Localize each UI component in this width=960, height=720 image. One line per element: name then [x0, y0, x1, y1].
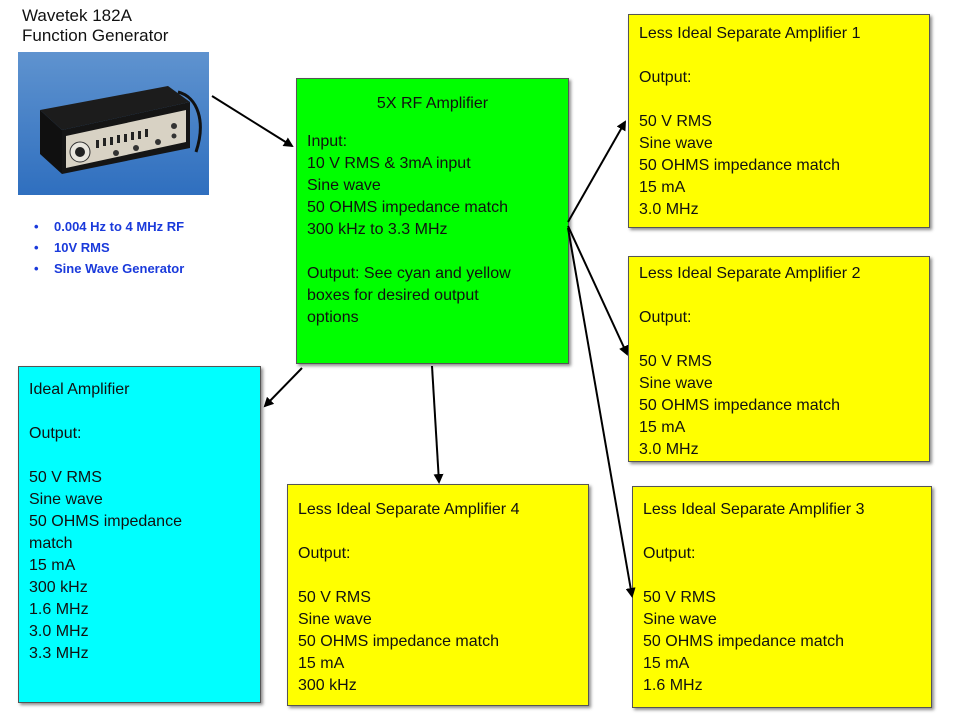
- ideal-amplifier-line: 50 V RMS: [29, 469, 102, 486]
- amplifier-3-line: 50 V RMS: [643, 589, 716, 606]
- amplifier-3-title: Less Ideal Separate Amplifier 3: [643, 501, 865, 518]
- amplifier-4-line: 50 V RMS: [298, 589, 371, 606]
- ideal-amplifier-line: 15 mA: [29, 557, 76, 574]
- rf-amplifier-input-line: 50 OHMS impedance match: [307, 199, 508, 216]
- amplifier-3-line: 1.6 MHz: [643, 677, 703, 694]
- rf-amplifier-output-line: boxes for desired output: [307, 287, 479, 304]
- amplifier-3-line: 15 mA: [643, 655, 690, 672]
- amplifier-1-line: 3.0 MHz: [639, 201, 699, 218]
- ideal-amplifier-output-heading: Output:: [29, 425, 82, 442]
- rf-amplifier-output-line: Output: See cyan and yellow: [307, 265, 511, 282]
- amplifier-1-box: Less Ideal Separate Amplifier 1 Output: …: [628, 14, 930, 228]
- arrow-rf-to-amplifier-3: [567, 227, 636, 598]
- generator-spec-item: 10V RMS: [22, 237, 252, 258]
- function-generator-image: [18, 52, 209, 195]
- amplifier-4-box: Less Ideal Separate Amplifier 4 Output: …: [287, 484, 589, 706]
- amplifier-1-line: 15 mA: [639, 179, 686, 196]
- arrow-rf-to-ideal: [263, 367, 303, 408]
- amplifier-4-line: 50 OHMS impedance match: [298, 633, 499, 650]
- generator-title: Wavetek 182A Function Generator: [22, 6, 168, 46]
- ideal-amplifier-box: Ideal Amplifier Output: 50 V RMS Sine wa…: [18, 366, 261, 703]
- amplifier-3-box: Less Ideal Separate Amplifier 3 Output: …: [632, 486, 932, 708]
- amplifier-4-output-heading: Output:: [298, 545, 351, 562]
- ideal-amplifier-line: match: [29, 535, 73, 552]
- arrow-rf-to-amplifier-4: [431, 365, 444, 484]
- amplifier-2-line: 3.0 MHz: [639, 441, 699, 458]
- amplifier-4-line: Sine wave: [298, 611, 372, 628]
- amplifier-2-output-heading: Output:: [639, 309, 692, 326]
- generator-spec-list: 0.004 Hz to 4 MHz RF 10V RMS Sine Wave G…: [22, 216, 252, 279]
- generator-title-line-1: Wavetek 182A: [22, 6, 132, 25]
- ideal-amplifier-line: Sine wave: [29, 491, 103, 508]
- amplifier-1-output-heading: Output:: [639, 69, 692, 86]
- arrow-rf-to-amplifier-1: [567, 120, 626, 223]
- rf-amplifier-input-heading: Input:: [307, 133, 348, 150]
- rf-amplifier-title: 5X RF Amplifier: [376, 95, 489, 112]
- amplifier-2-line: Sine wave: [639, 375, 713, 392]
- amplifier-1-line: Sine wave: [639, 135, 713, 152]
- amplifier-3-output-heading: Output:: [643, 545, 696, 562]
- ideal-amplifier-title: Ideal Amplifier: [29, 381, 130, 398]
- rf-amplifier-input-line: Sine wave: [307, 177, 381, 194]
- amplifier-2-box: Less Ideal Separate Amplifier 2 Output: …: [628, 256, 930, 462]
- amplifier-4-line: 300 kHz: [298, 677, 357, 694]
- amplifier-3-line: 50 OHMS impedance match: [643, 633, 844, 650]
- rf-amplifier-input-line: 10 V RMS & 3mA input: [307, 155, 471, 172]
- amplifier-2-line: 50 OHMS impedance match: [639, 397, 840, 414]
- amplifier-2-title: Less Ideal Separate Amplifier 2: [639, 265, 861, 282]
- rf-amplifier-box: 5X RF Amplifier Input: 10 V RMS & 3mA in…: [296, 78, 569, 364]
- amplifier-4-title: Less Ideal Separate Amplifier 4: [298, 501, 520, 518]
- ideal-amplifier-line: 1.6 MHz: [29, 601, 89, 618]
- function-generator-photo: [18, 52, 209, 195]
- rf-amplifier-output-line: options: [307, 309, 359, 326]
- amplifier-1-title: Less Ideal Separate Amplifier 1: [639, 25, 861, 42]
- amplifier-1-line: 50 V RMS: [639, 113, 712, 130]
- generator-spec-item: 0.004 Hz to 4 MHz RF: [22, 216, 252, 237]
- generator-title-line-2: Function Generator: [22, 26, 169, 45]
- amplifier-1-line: 50 OHMS impedance match: [639, 157, 840, 174]
- arrow-generator-to-rf: [211, 95, 294, 148]
- arrow-rf-to-amplifier-2: [567, 225, 629, 356]
- ideal-amplifier-line: 300 kHz: [29, 579, 88, 596]
- amplifier-2-line: 15 mA: [639, 419, 686, 436]
- ideal-amplifier-line: 50 OHMS impedance: [29, 513, 182, 530]
- ideal-amplifier-line: 3.0 MHz: [29, 623, 89, 640]
- amplifier-2-line: 50 V RMS: [639, 353, 712, 370]
- generator-spec-item: Sine Wave Generator: [22, 258, 252, 279]
- ideal-amplifier-line: 3.3 MHz: [29, 645, 89, 662]
- amplifier-4-line: 15 mA: [298, 655, 345, 672]
- amplifier-3-line: Sine wave: [643, 611, 717, 628]
- rf-amplifier-input-line: 300 kHz to 3.3 MHz: [307, 221, 448, 238]
